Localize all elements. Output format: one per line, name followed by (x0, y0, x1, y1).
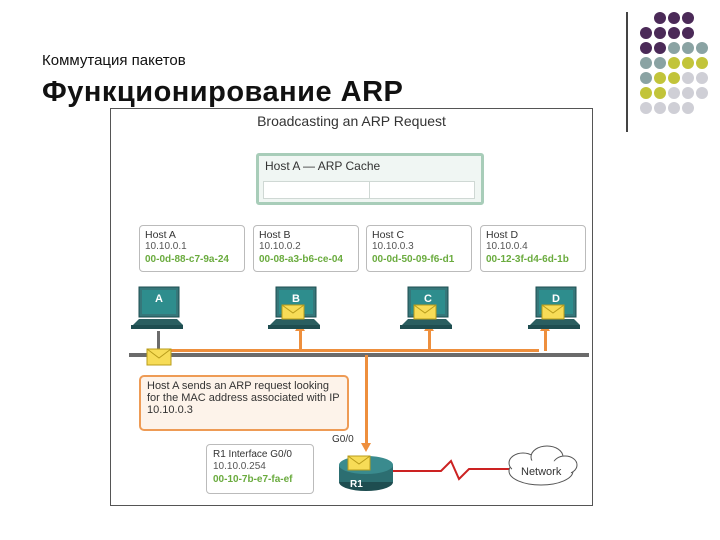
decorative-dot (682, 57, 694, 69)
divider-line (626, 12, 628, 132)
host-name: Host D (486, 229, 519, 241)
decorative-dot (654, 27, 666, 39)
decorative-dot (682, 27, 694, 39)
host-ip: 10.10.0.4 (486, 241, 528, 252)
host-name: Host B (259, 229, 291, 241)
host-mac: 00-08-a3-b6-ce-04 (259, 254, 343, 265)
host-ip: 10.10.0.2 (259, 241, 301, 252)
host-a-info: Host A 10.10.0.1 00-0d-88-c7-9a-24 (139, 225, 245, 272)
decorative-dot (696, 57, 708, 69)
router-info: R1 Interface G0/0 10.10.0.254 00-10-7b-e… (206, 444, 314, 494)
decorative-dot (654, 42, 666, 54)
decorative-dot (640, 42, 652, 54)
host-mac: 00-0d-50-09-f6-d1 (372, 254, 455, 265)
decorative-dot (654, 87, 666, 99)
host-b-info: Host B 10.10.0.2 00-08-a3-b6-ce-04 (253, 225, 359, 272)
arp-cache-table: Host A — ARP Cache (256, 153, 484, 205)
router-mac: 00-10-7b-e7-fa-ef (213, 474, 293, 485)
arrow-down-router (361, 443, 371, 452)
decorative-dot (668, 42, 680, 54)
decorative-dot (682, 72, 694, 84)
decorative-dot (640, 72, 652, 84)
decorative-dot (668, 12, 680, 24)
pc-b-icon (268, 286, 320, 329)
pc-c-icon (400, 286, 452, 329)
pc-b-label: B (292, 293, 300, 305)
arp-cache-title: Host A — ARP Cache (265, 159, 381, 173)
decorative-dot (696, 87, 708, 99)
router-r1-icon (339, 455, 393, 491)
pc-a-label: A (155, 293, 163, 305)
lan-bus (129, 353, 589, 357)
arp-envelope-icon (146, 348, 172, 366)
pc-a-icon (131, 286, 183, 329)
host-c-info: Host C 10.10.0.3 00-0d-50-09-f6-d1 (366, 225, 472, 272)
decorative-dot (668, 72, 680, 84)
decorative-dot (696, 72, 708, 84)
decorative-dot (668, 27, 680, 39)
host-c-broadcast-line (428, 331, 431, 351)
decorative-dot (640, 57, 652, 69)
decorative-dot (640, 102, 652, 114)
decorative-dot (682, 42, 694, 54)
decorative-dot (668, 87, 680, 99)
host-mac: 00-12-3f-d4-6d-1b (486, 254, 569, 265)
decorative-dot (654, 102, 666, 114)
decorative-dot (682, 87, 694, 99)
decorative-dot (640, 27, 652, 39)
slide-title: Функционирование ARP (42, 76, 404, 108)
host-d-broadcast-line (544, 331, 547, 351)
decorative-dot (640, 87, 652, 99)
decorative-dot (668, 102, 680, 114)
router-broadcast-line (365, 355, 368, 447)
arp-cache-cell (264, 182, 370, 198)
host-ip: 10.10.0.3 (372, 241, 414, 252)
network-label: Network (521, 466, 562, 478)
decorative-dot (682, 102, 694, 114)
broadcast-path (167, 349, 539, 352)
decorative-dot (654, 72, 666, 84)
arp-diagram: Broadcasting an ARP Request Host A — ARP… (110, 108, 593, 506)
router-name-label: R1 (350, 479, 363, 490)
host-ip: 10.10.0.1 (145, 241, 187, 252)
decorative-dot (668, 57, 680, 69)
decorative-dot (654, 57, 666, 69)
host-mac: 00-0d-88-c7-9a-24 (145, 254, 229, 265)
pc-d-icon (528, 286, 580, 329)
decorative-dot (696, 42, 708, 54)
diagram-title: Broadcasting an ARP Request (257, 113, 446, 129)
serial-link (393, 459, 511, 481)
decorative-dot (654, 12, 666, 24)
host-name: Host C (372, 229, 405, 241)
host-d-info: Host D 10.10.0.4 00-12-3f-d4-6d-1b (480, 225, 586, 272)
pc-c-label: C (424, 293, 432, 305)
router-port-label: G0/0 (332, 434, 354, 445)
decorative-dot (682, 12, 694, 24)
network-cloud-icon (508, 445, 578, 486)
router-interface-label: R1 Interface G0/0 (213, 449, 292, 460)
diagram-graphics (131, 286, 580, 491)
arp-cache-empty-row (263, 181, 475, 199)
router-ip: 10.10.0.254 (213, 461, 266, 472)
arp-request-note: Host A sends an ARP request looking for … (139, 375, 349, 431)
host-a-drop (157, 331, 160, 353)
host-name: Host A (145, 229, 176, 241)
host-b-broadcast-line (299, 331, 302, 351)
pc-d-label: D (552, 293, 560, 305)
slide-subtitle: Коммутация пакетов (42, 52, 186, 69)
